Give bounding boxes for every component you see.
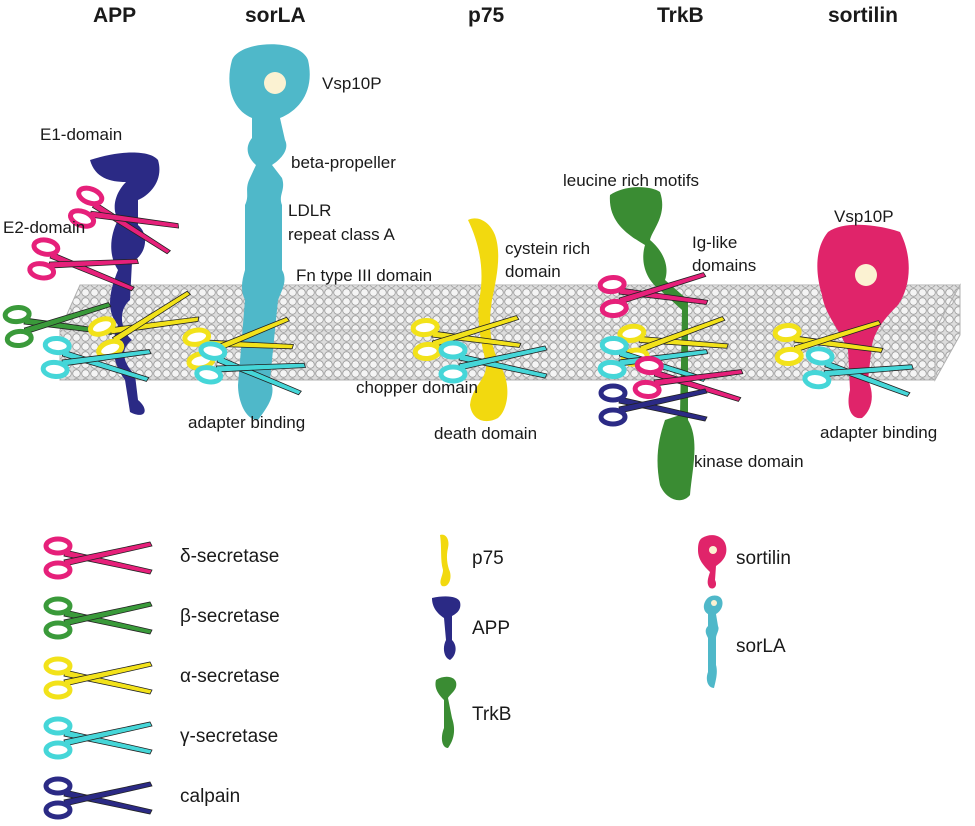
label-sorla-adapter-binding: adapter binding bbox=[188, 413, 306, 432]
legend-gamma-secretase: γ-secretase bbox=[180, 726, 279, 747]
label-beta-propeller: beta-propeller bbox=[291, 153, 396, 172]
legend-sortilin-icon bbox=[698, 535, 727, 589]
sortilin-protein-shape bbox=[817, 224, 909, 419]
header-sorla: sorLA bbox=[245, 4, 306, 27]
legend-app-icon bbox=[432, 596, 461, 660]
legend-calpain: calpain bbox=[180, 786, 241, 807]
label-chopper-domain: chopper domain bbox=[356, 378, 478, 397]
label-e1-domain: E1-domain bbox=[40, 125, 123, 144]
legend-sortilin: sortilin bbox=[736, 548, 791, 569]
label-ldlr-line2: repeat class A bbox=[288, 225, 395, 244]
header-sortilin: sortilin bbox=[828, 4, 899, 27]
legend-sorla: sorLA bbox=[736, 636, 786, 657]
legend-calpain-icon bbox=[46, 779, 152, 817]
label-sorla-vsp10p: Vsp10P bbox=[322, 74, 382, 93]
legend-trkb: TrkB bbox=[472, 704, 512, 725]
legend-beta-secretase-icon bbox=[46, 599, 152, 637]
legend-beta-secretase: β-secretase bbox=[180, 606, 280, 627]
legend-sorla-icon bbox=[703, 595, 723, 688]
label-e2-domain: E2-domain bbox=[3, 218, 86, 237]
trkb-protein-shape bbox=[609, 187, 695, 501]
header-p75: p75 bbox=[468, 4, 505, 27]
legend-p75: p75 bbox=[472, 548, 504, 569]
label-cystein-line1: cystein rich bbox=[505, 239, 591, 258]
legend-gamma-secretase-icon bbox=[46, 719, 152, 757]
label-death-domain: death domain bbox=[434, 424, 538, 443]
label-sortilin-vsp10p: Vsp10P bbox=[834, 207, 894, 226]
legend-delta-secretase-icon bbox=[46, 539, 152, 577]
header-trkb: TrkB bbox=[657, 4, 704, 27]
p75-protein-shape bbox=[468, 218, 508, 422]
label-iglike-line2: domains bbox=[692, 256, 757, 275]
legend-app: APP bbox=[472, 618, 511, 639]
label-sortilin-adapter-binding: adapter binding bbox=[820, 423, 938, 442]
label-fn-type: Fn type III domain bbox=[296, 266, 433, 285]
legend-p75-icon bbox=[440, 534, 451, 587]
label-leucine-rich: leucine rich motifs bbox=[563, 171, 700, 190]
label-cystein-line2: domain bbox=[505, 262, 561, 281]
sorla-protein-shape bbox=[229, 44, 310, 420]
header-app: APP bbox=[93, 4, 137, 27]
legend-trkb-icon bbox=[435, 676, 457, 748]
legend-alpha-secretase-icon bbox=[46, 659, 152, 697]
label-kinase-domain: kinase domain bbox=[694, 452, 804, 471]
label-ldlr-line1: LDLR bbox=[288, 201, 332, 220]
legend-delta-secretase: δ-secretase bbox=[180, 546, 280, 567]
label-iglike-line1: Ig-like bbox=[692, 233, 738, 252]
legend-alpha-secretase: α-secretase bbox=[180, 666, 280, 687]
